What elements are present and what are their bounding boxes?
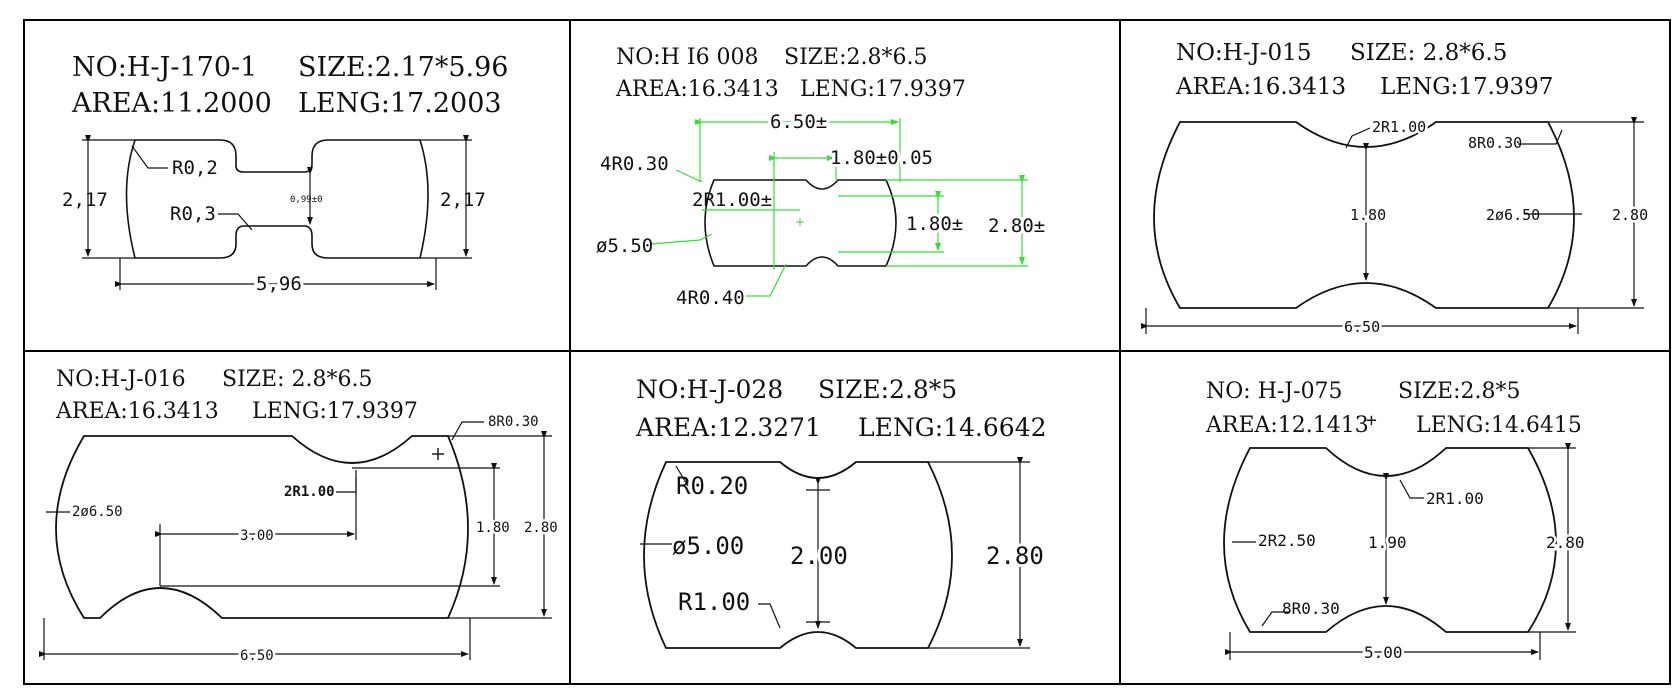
panel-2-no: NO:H I6 008 <box>616 45 759 70</box>
panel-h-j-075: NO: H-J-075 SIZE:2.8*5 AREA:12.1413 LENG… <box>1205 379 1587 665</box>
panel-1-r-mid: R0,3 <box>170 203 216 225</box>
panel-h-i6-008: NO:H I6 008 SIZE:2.8*6.5 AREA:16.3413 LE… <box>596 45 1048 309</box>
panel-2-width: 6.50± <box>770 111 827 133</box>
panel-4-area: AREA:16.3413 <box>55 399 219 424</box>
panel-h-j-028: NO:H-J-028 SIZE:2.8*5 AREA:12.3271 LENG:… <box>635 375 1047 649</box>
panel-6-width: 5.00 <box>1364 643 1403 662</box>
panel-5-dia: ø5.00 <box>672 532 744 560</box>
panel-5-waist: 2.00 <box>790 542 848 570</box>
panel-1-height-right: 2,17 <box>440 189 486 211</box>
panel-4-offset: 3.00 <box>240 528 274 544</box>
panel-6-area: AREA:12.1413 <box>1205 413 1369 438</box>
panel-6-waist: 1.90 <box>1368 533 1407 552</box>
panel-2-r-corner: 4R0.30 <box>600 153 669 175</box>
panel-2-dia: ø5.50 <box>596 235 653 257</box>
panel-3-area: AREA:16.3413 <box>1175 74 1346 100</box>
panel-6-r-side: 2R2.50 <box>1258 531 1316 550</box>
panel-1-leng: LENG:17.2003 <box>298 88 502 119</box>
panel-1-outline <box>125 139 429 259</box>
panel-2-r-bottom: 4R0.40 <box>676 287 745 309</box>
panel-1-no: NO:H-J-170-1 <box>72 52 257 83</box>
panel-3-dia: 2ø6.50 <box>1486 206 1540 224</box>
panel-2-r-neck: 2R1.00± <box>692 189 772 211</box>
panel-4-waist: 1.80 <box>476 520 510 536</box>
panel-6-r-corner: 8R0.30 <box>1282 599 1340 618</box>
panel-h-j-015: NO:H-J-015 SIZE: 2.8*6.5 AREA:16.3413 LE… <box>1141 40 1651 339</box>
panel-3-height: 2.80 <box>1612 206 1648 224</box>
panel-5-height: 2.80 <box>986 542 1044 570</box>
panel-6-height: 2.80 <box>1546 533 1585 552</box>
panel-6-size: SIZE:2.8*5 <box>1398 379 1521 404</box>
panel-5-no: NO:H-J-028 <box>636 375 783 404</box>
panel-4-leng: LENG:17.9397 <box>252 399 418 424</box>
panel-2-leng: LENG:17.9397 <box>800 77 966 102</box>
panel-5-r-corner: R0.20 <box>676 472 748 500</box>
panel-3-r-neck: 2R1.00 <box>1372 118 1426 136</box>
panel-h-j-170-1: NO:H-J-170-1 SIZE:2.17*5.96 AREA:11.2000… <box>62 52 508 298</box>
panel-6-no: NO: H-J-075 <box>1206 379 1343 404</box>
panel-2-waist-width: 1.80±0.05 <box>830 147 933 169</box>
panel-5-leng: LENG:14.6642 <box>858 413 1047 442</box>
panel-3-size: SIZE: 2.8*6.5 <box>1350 40 1507 66</box>
panel-4-dia: 2ø6.50 <box>72 504 123 520</box>
panel-4-width: 6.50 <box>240 648 274 664</box>
panel-1-waist: 0,99±0 <box>290 195 323 205</box>
panel-3-leng: LENG:17.9397 <box>1380 74 1553 100</box>
panel-1-height-left: 2,17 <box>62 189 108 211</box>
panel-5-r-neck: R1.00 <box>678 588 750 616</box>
panel-1-size: SIZE:2.17*5.96 <box>298 52 508 83</box>
panel-2-area: AREA:16.3413 <box>615 77 779 102</box>
panel-4-no: NO:H-J-016 <box>56 367 186 392</box>
panel-2-size: SIZE:2.8*6.5 <box>784 45 928 70</box>
panel-4-size: SIZE: 2.8*6.5 <box>222 367 373 392</box>
panel-4-outline <box>55 435 469 619</box>
panel-2-height: 2.80± <box>988 215 1045 237</box>
panel-3-waist: 1.80 <box>1350 206 1386 224</box>
panel-3-width: 6.50 <box>1344 318 1380 336</box>
panel-h-j-016: NO:H-J-016 SIZE: 2.8*6.5 AREA:16.3413 LE… <box>39 367 560 667</box>
panel-1-area: AREA:11.2000 <box>71 88 272 119</box>
panel-4-height: 2.80 <box>524 520 558 536</box>
panel-3-r-corner: 8R0.30 <box>1468 134 1522 152</box>
panel-2-waist-height: 1.80± <box>906 213 963 235</box>
panel-3-no: NO:H-J-015 <box>1176 40 1311 66</box>
panel-grid <box>23 19 1671 685</box>
panel-4-r-corner: 8R0.30 <box>488 414 539 430</box>
panel-5-size: SIZE:2.8*5 <box>818 375 957 404</box>
panel-6-r-neck: 2R1.00 <box>1426 489 1484 508</box>
panel-5-area: AREA:12.3271 <box>635 413 821 442</box>
panel-1-width: 5,96 <box>256 273 302 295</box>
panel-6-leng: LENG:14.6415 <box>1416 413 1582 438</box>
panel-4-r-neck: 2R1.00 <box>284 484 335 500</box>
panel-6-plus-mark: + <box>1366 410 1377 431</box>
panel-1-r-top: R0,2 <box>172 157 218 179</box>
